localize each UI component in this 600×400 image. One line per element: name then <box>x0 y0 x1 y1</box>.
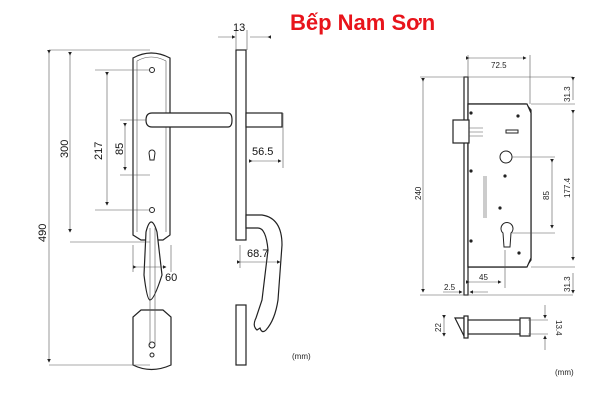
dim-68-7: 68.7 <box>247 248 268 260</box>
unit-label-handle: (mm) <box>292 352 311 361</box>
dim-13: 13 <box>233 22 245 34</box>
dim-490: 490 <box>37 224 49 242</box>
dim-217: 217 <box>93 142 105 160</box>
dim-31-3-top: 31.3 <box>563 86 572 102</box>
dim-31-3-bottom: 31.3 <box>563 276 572 292</box>
dim-300: 300 <box>59 140 71 158</box>
dim-22: 22 <box>434 323 443 332</box>
dim-72-5: 72.5 <box>491 61 507 70</box>
mortise-lock-view <box>420 55 575 350</box>
handle-side-view <box>218 30 284 366</box>
dim-60: 60 <box>165 272 177 284</box>
dim-177-4: 177.4 <box>563 177 572 198</box>
brand-title: Bếp Nam Sơn <box>290 10 435 35</box>
dim-45: 45 <box>479 273 488 282</box>
unit-label-lock: (mm) <box>555 368 574 377</box>
handle-front-view <box>47 49 233 371</box>
dim-85-handle: 85 <box>114 143 126 155</box>
dim-56-5: 56.5 <box>252 146 273 158</box>
dim-85-lock: 85 <box>542 191 551 200</box>
dim-2-5: 2.5 <box>444 283 456 292</box>
dim-13-4: 13.4 <box>554 320 563 336</box>
dim-240: 240 <box>414 186 423 200</box>
